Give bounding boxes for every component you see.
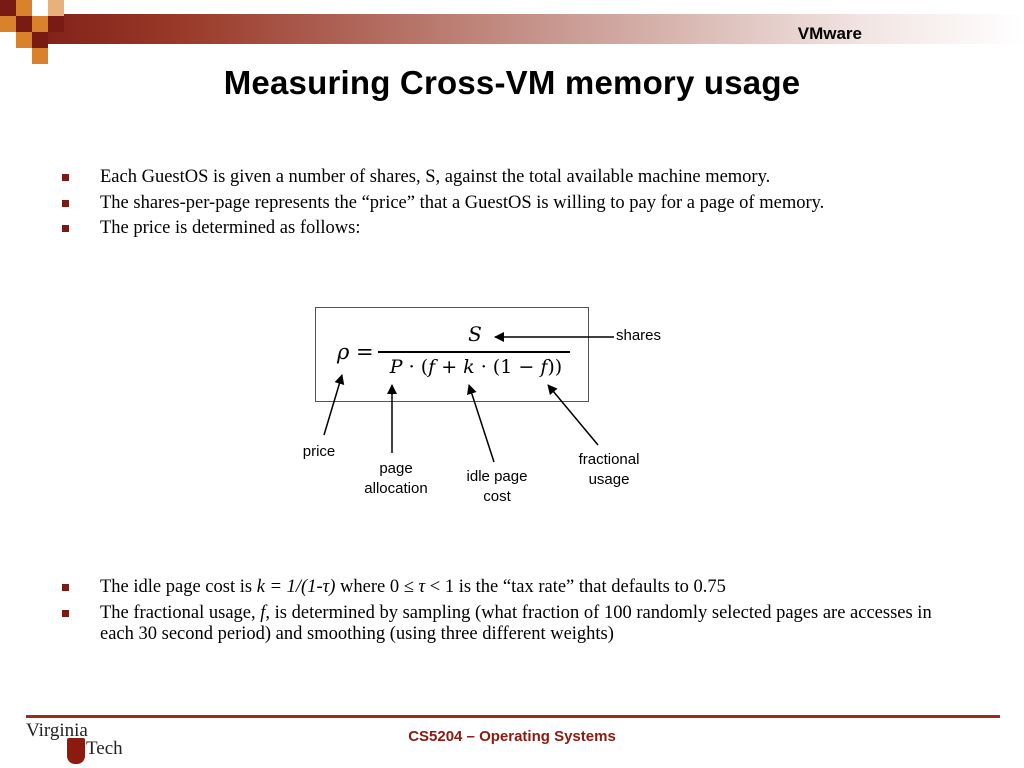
header-decor-square bbox=[48, 0, 64, 16]
formula-box bbox=[315, 307, 589, 402]
header-decor-square bbox=[16, 16, 32, 32]
logo-text-bottom: Tech bbox=[86, 738, 123, 759]
header-decor-square bbox=[0, 16, 16, 32]
arrow-idle-page-cost bbox=[467, 384, 495, 463]
formula-plus: + bbox=[435, 356, 464, 378]
fraction-line bbox=[378, 351, 570, 353]
label-line: allocation bbox=[364, 480, 428, 497]
bullet-text: The fractional usage, bbox=[100, 602, 261, 623]
bullet-list-bottom: The idle page cost is k = 1/(1-τ) where … bbox=[62, 577, 962, 649]
virginia-tech-logo: Virginia Tech bbox=[26, 720, 136, 766]
bullet-list-top: Each GuestOS is given a number of shares… bbox=[62, 167, 962, 244]
label-idle-page-cost: idle page cost bbox=[454, 467, 540, 507]
formula-numerator: S bbox=[468, 322, 482, 346]
label-page-allocation: page allocation bbox=[352, 459, 440, 499]
list-item: Each GuestOS is given a number of shares… bbox=[62, 167, 962, 188]
arrow-fractional-usage bbox=[547, 384, 599, 446]
bullet-marker bbox=[62, 225, 69, 232]
formula-close: )) bbox=[547, 356, 563, 378]
course-footer: CS5204 – Operating Systems bbox=[408, 728, 616, 745]
logo-shield-icon bbox=[67, 738, 85, 764]
header-decor-square bbox=[32, 48, 48, 64]
bullet-text: < 1 is the “tax rate” that defaults to 0… bbox=[425, 577, 726, 597]
bullet-marker bbox=[62, 174, 69, 181]
header-decor-square bbox=[48, 16, 64, 32]
header-decor-square bbox=[16, 32, 32, 48]
formula-k: k bbox=[463, 356, 475, 378]
formula-dot2: · (1 − bbox=[474, 356, 541, 378]
footer-divider bbox=[26, 715, 1000, 718]
bullet-text: , is determined by sampling (what fracti… bbox=[100, 602, 932, 644]
bullet-text: The shares-per-page represents the “pric… bbox=[100, 192, 825, 213]
header-decor-square bbox=[32, 0, 48, 16]
formula-f2: f bbox=[540, 356, 548, 378]
label-line: cost bbox=[483, 488, 511, 505]
bullet-text-italic: τ bbox=[418, 577, 426, 597]
header-decor-square bbox=[0, 0, 16, 16]
list-item: The shares-per-page represents the “pric… bbox=[62, 193, 962, 214]
formula-lhs: ρ = bbox=[337, 340, 374, 364]
formula-f1: f bbox=[428, 356, 436, 378]
bullet-marker bbox=[62, 609, 69, 617]
header-decor-square bbox=[32, 16, 48, 32]
bullet-text: The price is determined as follows: bbox=[100, 218, 361, 238]
list-item: The price is determined as follows: bbox=[62, 218, 962, 239]
label-line: usage bbox=[588, 471, 630, 488]
slide-title: Measuring Cross-VM memory usage bbox=[223, 64, 801, 101]
logo-text-top: Virginia bbox=[26, 720, 88, 741]
header-gradient-bar bbox=[0, 14, 1024, 44]
label-line: idle page bbox=[466, 468, 528, 485]
list-item: The fractional usage, f, is determined b… bbox=[62, 603, 962, 645]
formula-denominator: P · (f + k · (1 − f)) bbox=[380, 356, 572, 378]
label-price: price bbox=[302, 443, 336, 460]
arrow-price bbox=[323, 374, 345, 436]
header-decor-square bbox=[0, 32, 16, 48]
header-decor-square bbox=[32, 32, 48, 48]
bullet-text: The idle page cost is bbox=[100, 577, 257, 597]
label-line: page bbox=[379, 460, 413, 477]
label-line: fractional bbox=[578, 451, 640, 468]
bullet-text-italic: f bbox=[260, 602, 266, 623]
label-shares: shares bbox=[616, 327, 662, 344]
header-decor-square bbox=[16, 0, 32, 16]
formula-dot1: · ( bbox=[402, 356, 429, 378]
label-fractional-usage: fractional usage bbox=[566, 450, 652, 490]
bullet-marker bbox=[62, 199, 69, 207]
bullet-text-italic: k = 1/(1-τ) bbox=[256, 577, 336, 597]
bullet-marker bbox=[62, 584, 69, 591]
bullet-text: Each GuestOS is given a number of shares… bbox=[100, 167, 771, 187]
formula-P: P bbox=[389, 356, 403, 378]
bullet-text: where 0 ≤ bbox=[335, 577, 419, 597]
list-item: The idle page cost is k = 1/(1-τ) where … bbox=[62, 577, 962, 598]
brand-label: VMware bbox=[797, 24, 862, 43]
